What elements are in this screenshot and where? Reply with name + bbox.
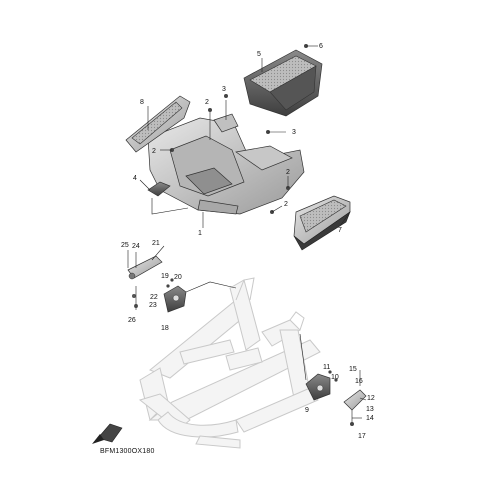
callout-25: 25 [121, 242, 129, 249]
callout-23: 23 [149, 302, 157, 309]
side-stand-bracket-group [299, 333, 367, 426]
callout-16: 16 [355, 378, 363, 385]
callout-13: 13 [366, 406, 374, 413]
side-panel-part-8 [125, 95, 191, 153]
callout-2c: 2 [286, 169, 290, 176]
callout-7: 7 [338, 227, 342, 234]
frame-ghost [138, 277, 321, 449]
callout-17: 17 [358, 433, 366, 440]
callout-15: 15 [349, 366, 357, 373]
callout-labels: 1 2 2 2 2 3 3 4 5 6 7 8 9 10 11 12 13 14… [121, 43, 375, 440]
top-cover-part-5 [243, 49, 323, 117]
callout-26: 26 [128, 317, 136, 324]
bracket-part-4 [147, 181, 189, 215]
callout-2a: 2 [205, 99, 209, 106]
diagram-code: BFM1300OX180 [100, 448, 155, 455]
callout-22: 22 [150, 294, 158, 301]
callout-1: 1 [198, 230, 202, 237]
callout-14: 14 [366, 415, 374, 422]
callout-2d: 2 [284, 201, 288, 208]
front-direction-arrow-icon [92, 423, 123, 444]
callout-12: 12 [367, 395, 375, 402]
callout-8: 8 [140, 99, 144, 106]
callout-3b: 3 [292, 129, 296, 136]
leader-lines [139, 58, 367, 419]
callout-3a: 3 [222, 86, 226, 93]
side-cover-part-7 [293, 195, 351, 251]
footrest-bracket-group [127, 250, 237, 313]
callout-24: 24 [132, 243, 140, 250]
callout-2b: 2 [152, 148, 156, 155]
bolts-fasteners [160, 44, 318, 214]
floor-panel-part-1 [147, 100, 305, 215]
callout-9: 9 [305, 407, 309, 414]
callout-5: 5 [257, 51, 261, 58]
callout-20: 20 [174, 274, 182, 281]
callout-4: 4 [133, 175, 137, 182]
callout-10: 10 [331, 374, 339, 381]
callout-6: 6 [319, 43, 323, 50]
callout-19: 19 [161, 273, 169, 280]
callout-11: 11 [323, 364, 330, 371]
callout-18: 18 [161, 325, 169, 332]
callout-21: 21 [152, 240, 160, 247]
